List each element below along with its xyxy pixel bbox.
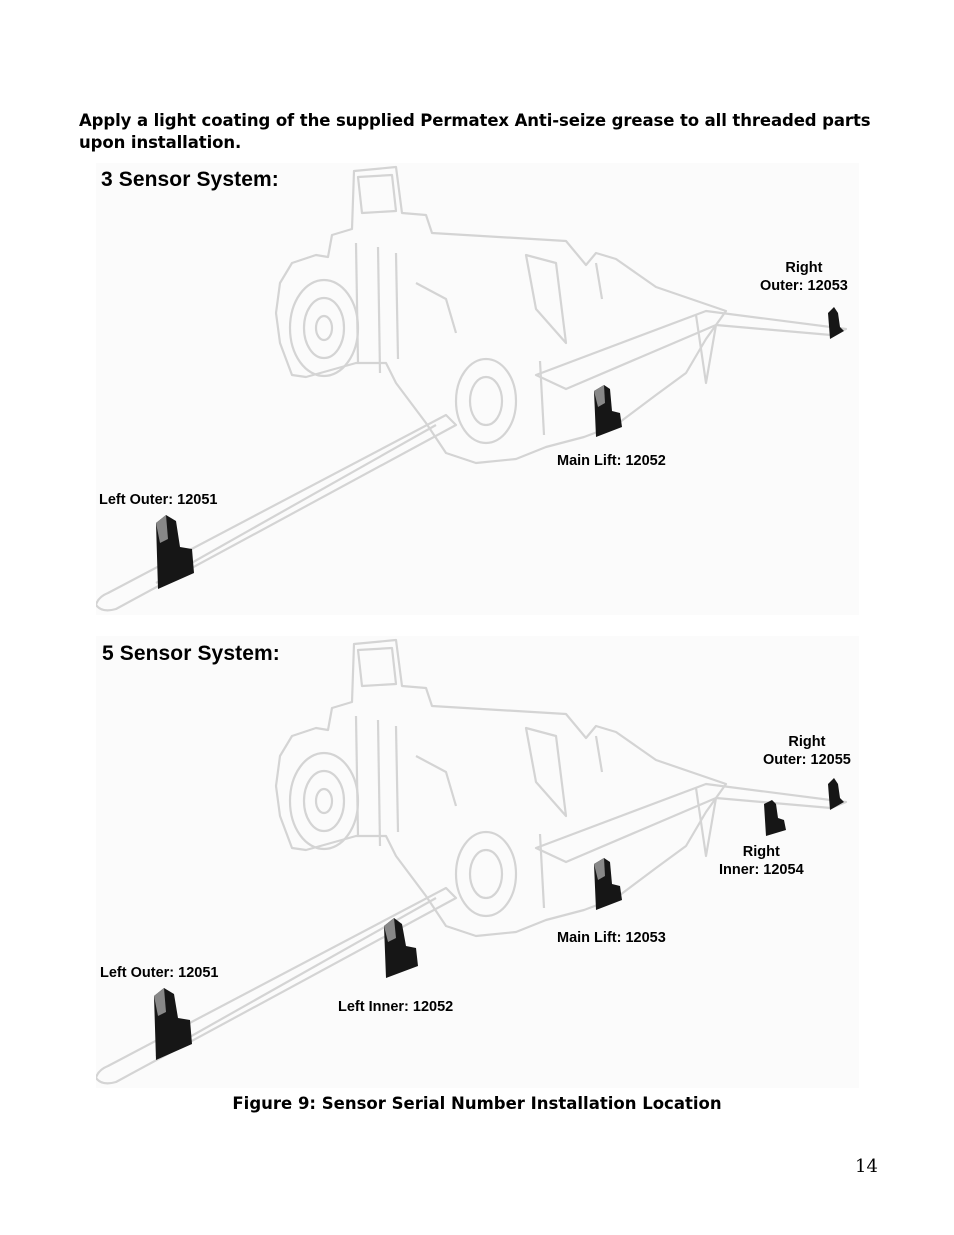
sensor-left-outer-icon (156, 515, 194, 589)
figure-caption: Figure 9: Sensor Serial Number Installat… (232, 1094, 722, 1113)
sensor-right-inner-icon (764, 800, 786, 836)
sensor-left-inner-icon (384, 918, 418, 978)
label-main-lift: Main Lift: 12052 (557, 453, 666, 469)
sensor-main-lift-icon (594, 858, 622, 910)
sensor-right-outer-icon (828, 778, 844, 810)
figure-title: 5 Sensor System: (102, 642, 280, 665)
page-number: 14 (855, 1156, 878, 1177)
label-main-lift: Main Lift: 12053 (557, 930, 666, 946)
sensor-left-outer-icon (154, 988, 192, 1060)
intro-instruction: Apply a light coating of the supplied Pe… (79, 111, 871, 152)
label-right-outer: Right Outer: 12055 (763, 734, 851, 768)
sprayer-outline-illustration (96, 165, 848, 612)
figure-title: 3 Sensor System: (101, 168, 279, 191)
sensor-right-outer-icon (828, 307, 844, 339)
label-left-outer: Left Outer: 12051 (99, 492, 218, 508)
figure-3-sensor-system: 3 Sensor System: Right Outer: 12053 Main… (96, 163, 859, 615)
figure-5-sensor-system: 5 Sensor System: Right Outer: 12055 Righ… (96, 636, 859, 1088)
label-left-outer: Left Outer: 12051 (100, 965, 219, 981)
sensor-main-lift-icon (594, 385, 622, 437)
label-left-inner: Left Inner: 12052 (338, 999, 454, 1015)
sprayer-outline-illustration (96, 638, 848, 1085)
label-right-inner: Right Inner: 12054 (719, 844, 804, 878)
label-right-outer: Right Outer: 12053 (760, 260, 848, 294)
